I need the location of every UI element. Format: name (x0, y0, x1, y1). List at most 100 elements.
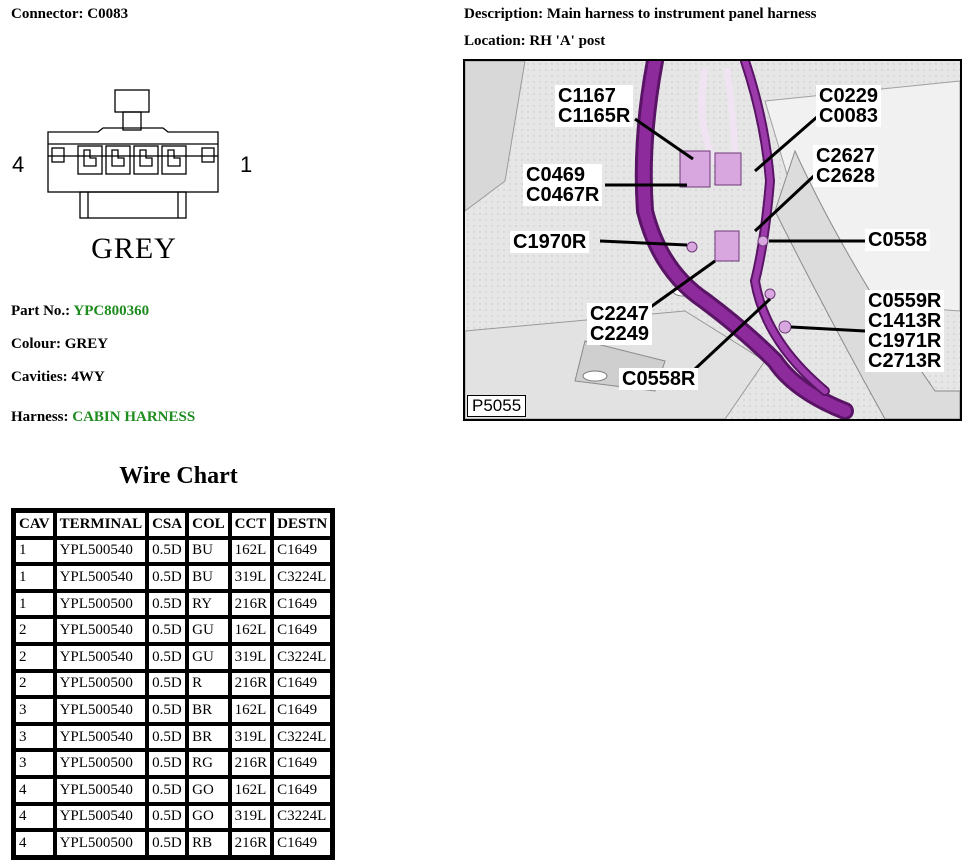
cell-col: RY (187, 590, 230, 618)
cell-col: BU (187, 564, 230, 591)
cell-cct: 216R (229, 750, 273, 777)
cell-cav: 1 (14, 590, 55, 618)
cell-terminal: YPL500540 (54, 617, 148, 644)
cell-cav: 4 (14, 776, 55, 804)
column-header-destn: DESTN (272, 511, 333, 538)
cell-col: BR (187, 697, 230, 724)
cell-terminal: YPL500540 (54, 697, 148, 724)
location-label: Location: (464, 33, 526, 49)
cell-terminal: YPL500540 (54, 723, 148, 751)
cell-cav: 3 (14, 723, 55, 751)
cell-cav: 2 (14, 617, 55, 644)
description-value: Main harness to instrument panel harness (546, 6, 817, 22)
cell-destn: C1649 (272, 670, 333, 698)
pin-number-left: 4 (12, 152, 24, 177)
cell-cct: 162L (229, 776, 273, 804)
cell-csa: 0.5D (147, 723, 188, 751)
connector-face-diagram: 4 1 GREY (12, 89, 252, 265)
cell-col: RG (187, 750, 230, 777)
cell-terminal: YPL500500 (54, 590, 148, 618)
callout-text: C0229 (819, 85, 878, 107)
callout-text: C0559R (868, 290, 942, 312)
description-label: Description: (464, 6, 544, 22)
cell-col: BU (187, 537, 230, 565)
cell-cct: 216R (229, 830, 273, 857)
part-no-link[interactable]: YPC800360 (73, 303, 150, 319)
callout-text: C1971R (868, 330, 942, 352)
callout-c2627: C2627 C2628 (813, 145, 878, 187)
harness-link[interactable]: CABIN HARNESS (72, 409, 196, 425)
location-value: RH 'A' post (529, 33, 606, 49)
cell-cct: 162L (229, 697, 273, 724)
cell-col: GO (187, 803, 230, 831)
colour-line: Colour: GREY (11, 336, 108, 353)
column-header-col: COL (187, 511, 230, 538)
cell-destn: C1649 (272, 537, 333, 565)
callout-c0558: C0558 (865, 229, 930, 251)
cell-terminal: YPL500540 (54, 537, 148, 565)
cell-terminal: YPL500500 (54, 750, 148, 777)
cell-terminal: YPL500540 (54, 643, 148, 671)
location-photo: C1167 C1165R C0229 C0083 C0469 C0467R C2… (463, 59, 962, 421)
cell-cct: 216R (229, 590, 273, 618)
callout-c0229: C0229 C0083 (816, 85, 881, 127)
callout-c1167: C1167 C1165R (555, 85, 634, 127)
cell-terminal: YPL500540 (54, 776, 148, 804)
cell-csa: 0.5D (147, 830, 188, 857)
cell-cct: 319L (229, 643, 273, 671)
cell-terminal: YPL500540 (54, 564, 148, 591)
callout-text: C0469 (526, 164, 585, 186)
callout-c2247: C2247 C2249 (587, 303, 652, 345)
connector-value: C0083 (87, 6, 129, 22)
cell-destn: C1649 (272, 750, 333, 777)
cell-destn: C1649 (272, 590, 333, 618)
cell-cav: 4 (14, 830, 55, 857)
cell-cct: 162L (229, 617, 273, 644)
column-header-terminal: TERMINAL (54, 511, 148, 538)
cell-destn: C1649 (272, 617, 333, 644)
colour-value: GREY (64, 336, 109, 352)
connector-label: Connector: (11, 6, 84, 22)
cell-col: R (187, 670, 230, 698)
cell-terminal: YPL500540 (54, 803, 148, 831)
callout-text: C2249 (590, 323, 649, 345)
column-header-csa: CSA (147, 511, 188, 538)
column-header-cct: CCT (229, 511, 273, 538)
cell-cct: 216R (229, 670, 273, 698)
cell-destn: C3224L (272, 803, 333, 831)
cell-csa: 0.5D (147, 564, 188, 591)
callout-c0559r: C0559R C1413R C1971R C2713R (865, 290, 945, 372)
callout-text: C0467R (526, 184, 600, 206)
pin-number-right: 1 (240, 152, 252, 177)
callout-c0469: C0469 C0467R (523, 164, 603, 206)
cell-destn: C1649 (272, 697, 333, 724)
cavities-label: Cavities: (11, 369, 68, 385)
connector-line: Connector: C0083 (11, 6, 128, 23)
part-no-label: Part No.: (11, 303, 71, 319)
cell-cct: 319L (229, 564, 273, 591)
callout-text: C1165R (558, 105, 631, 127)
callout-text: C2713R (868, 350, 942, 372)
cell-cct: 319L (229, 723, 273, 751)
cell-csa: 0.5D (147, 537, 188, 565)
callout-text: C2627 (816, 145, 875, 167)
cell-destn: C1649 (272, 776, 333, 804)
cell-csa: 0.5D (147, 803, 188, 831)
cell-csa: 0.5D (147, 776, 188, 804)
cell-cav: 1 (14, 564, 55, 591)
callout-text: C0558R (622, 368, 696, 390)
cell-csa: 0.5D (147, 643, 188, 671)
callout-text: C0083 (819, 105, 878, 127)
cell-csa: 0.5D (147, 617, 188, 644)
cell-cav: 2 (14, 643, 55, 671)
callout-text: C0558 (868, 229, 927, 251)
cell-cav: 3 (14, 750, 55, 777)
description-line: Description: Main harness to instrument … (464, 6, 817, 23)
cell-terminal: YPL500500 (54, 830, 148, 857)
